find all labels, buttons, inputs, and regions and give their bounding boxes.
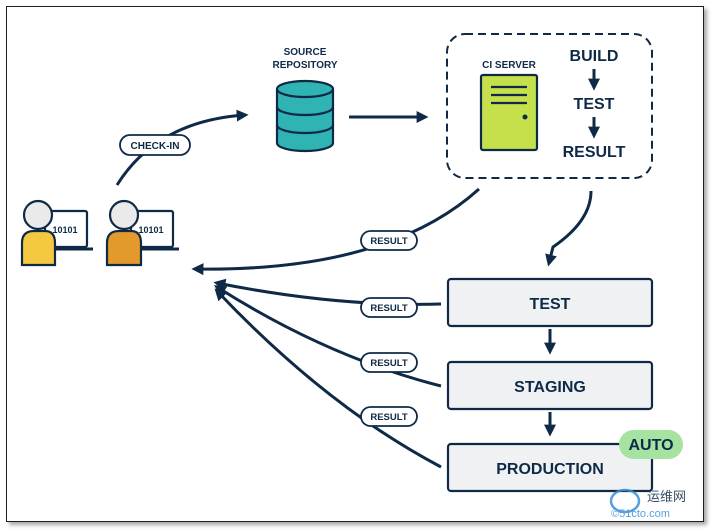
developer-1: 10101 — [20, 199, 93, 267]
check-in-pill — [119, 134, 191, 156]
ci-step-result: RESULT — [563, 144, 626, 161]
production-result-label: RESULT — [370, 412, 407, 423]
ci-result-arrow — [191, 187, 481, 276]
watermark-text-1: 运维网 — [647, 489, 686, 504]
person-head-1 — [22, 199, 54, 231]
laptop-code-text-1: 10101 — [52, 225, 77, 235]
auto-badge — [619, 430, 683, 459]
ci-result-pill — [360, 230, 418, 251]
ci-server-label: CI SERVER — [482, 60, 536, 71]
ci-cd-diagram: 10101 10101 CHECK-IN SOURCE REPOSITORY C… — [20, 33, 686, 520]
production-result-pill — [360, 406, 418, 427]
person-body-1 — [20, 229, 57, 267]
pipeline-staging-box — [446, 360, 654, 411]
staging-result-arrow — [213, 285, 442, 388]
check-in-label: CHECK-IN — [131, 141, 180, 152]
ci-step-build: BUILD — [570, 48, 619, 65]
auto-badge-label: AUTO — [628, 437, 673, 454]
laptop-code-text-2: 10101 — [138, 225, 163, 235]
watermark-logo-icon — [609, 488, 641, 514]
staging-result-pill — [360, 352, 418, 373]
pipeline-test-box — [446, 277, 654, 328]
repository-label-line1: SOURCE — [284, 47, 327, 58]
person-body-2 — [105, 229, 143, 267]
ci-to-pipeline-arrow — [545, 190, 593, 267]
ci-server-box — [446, 33, 653, 179]
database-icon — [275, 79, 335, 153]
repository-label-line2: REPOSITORY — [272, 60, 337, 71]
production-result-arrow — [214, 288, 442, 469]
watermark: 运维网 ©51cto.com — [609, 488, 686, 520]
ci-step-test: TEST — [574, 96, 615, 113]
pipeline-production-box — [446, 442, 654, 493]
pipeline-staging-label: STAGING — [514, 379, 586, 396]
test-result-pill — [360, 297, 418, 318]
pipeline-test-label: TEST — [530, 296, 571, 313]
developer-2: 10101 — [105, 199, 179, 267]
pipeline-production-label: PRODUCTION — [496, 461, 604, 478]
server-icon — [479, 73, 539, 152]
diagram-frame: 10101 10101 CHECK-IN SOURCE REPOSITORY C… — [6, 6, 704, 522]
staging-result-label: RESULT — [370, 358, 407, 369]
test-result-label: RESULT — [370, 303, 407, 314]
person-head-2 — [108, 199, 140, 231]
watermark-text-2: ©51cto.com — [611, 508, 670, 520]
ci-result-label: RESULT — [370, 236, 407, 247]
